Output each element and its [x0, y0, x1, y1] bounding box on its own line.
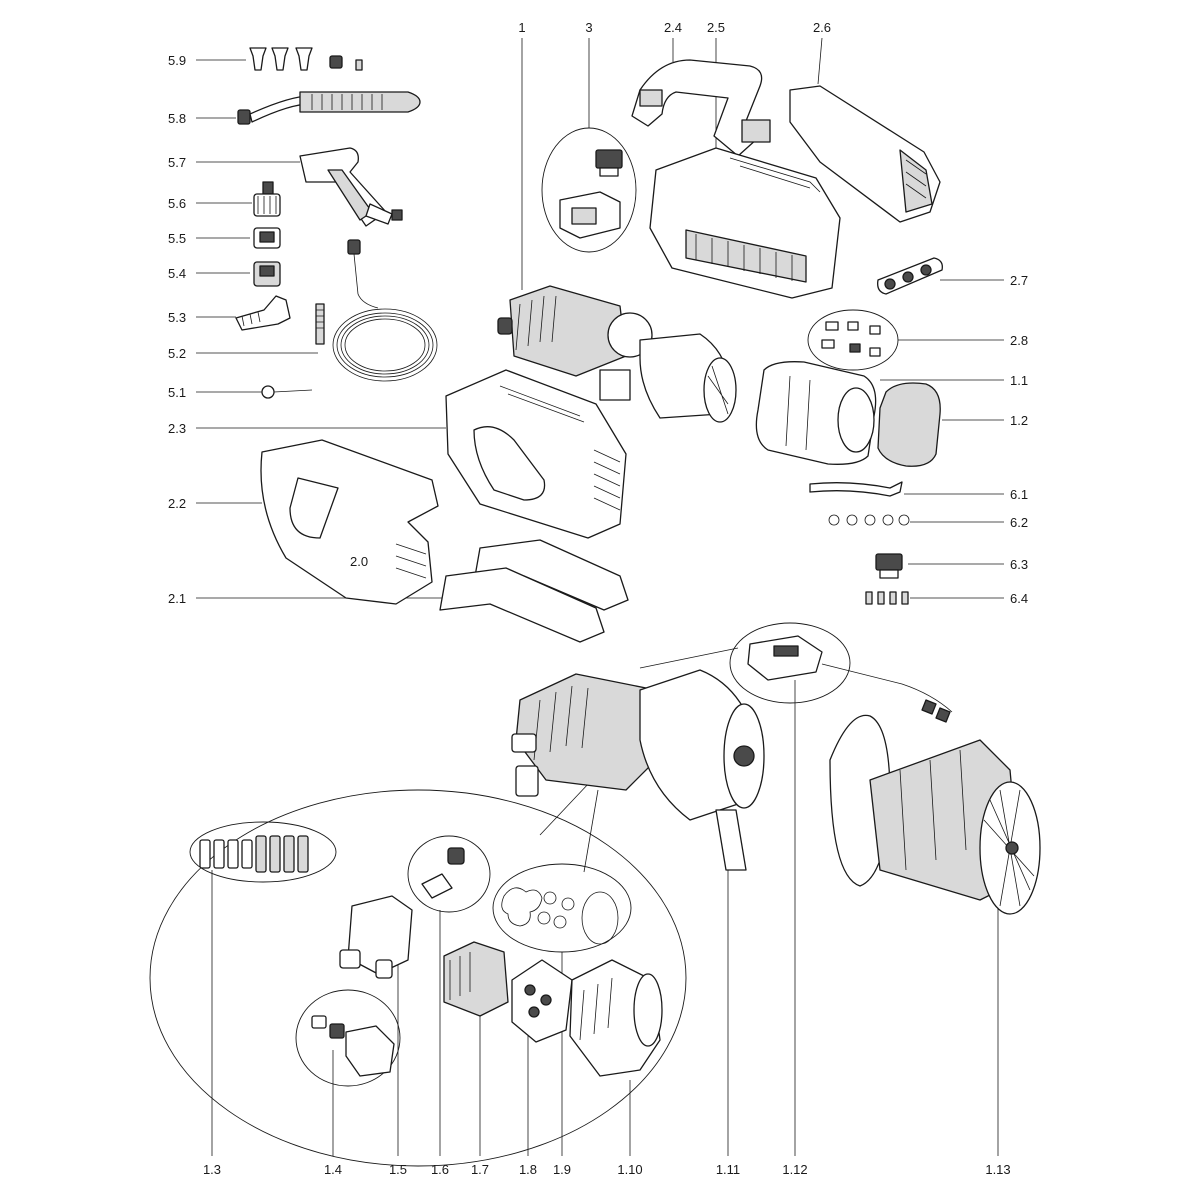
pump-head-part — [339, 895, 413, 979]
swash-plate-part — [511, 959, 573, 1043]
cleaning-needle-part — [261, 385, 313, 399]
spray-lance-part — [237, 91, 421, 125]
detail-enclosures — [149, 127, 899, 1167]
part-label-1-1: 1.1 — [1010, 373, 1028, 388]
leader-lines — [196, 37, 1004, 1156]
check-valve-part — [421, 847, 465, 899]
nozzle-tips-part — [249, 47, 363, 71]
part-label-5-9: 5.9 — [168, 53, 186, 68]
side-cover-part — [789, 85, 941, 223]
part-label-5-3: 5.3 — [168, 310, 186, 325]
outlet-fitting-part — [311, 1015, 395, 1077]
cover-marking-text: 2.0 — [350, 554, 368, 569]
part-label-2-7: 2.7 — [1010, 273, 1028, 288]
pump-motor-assembly-part — [497, 285, 737, 423]
part-label-2-5: 2.5 — [707, 20, 725, 35]
piston-block-part — [443, 941, 509, 1017]
part-label-1-2: 1.2 — [1010, 413, 1028, 428]
sensor-enclosure — [729, 622, 851, 704]
valve-set-enclosure — [407, 835, 491, 913]
inlet-adapter-part — [235, 295, 291, 331]
part-label-6-1: 6.1 — [1010, 487, 1028, 502]
coupler-nut-part — [253, 261, 281, 287]
carry-handle-part — [631, 59, 771, 157]
part-label-5-8: 5.8 — [168, 111, 186, 126]
part-label-2-3: 2.3 — [168, 421, 186, 436]
screw-set-part — [199, 835, 309, 873]
part-label-1-11: 1.11 — [716, 1162, 740, 1177]
part-label-6-4: 6.4 — [1010, 591, 1028, 606]
spray-gun-part — [299, 147, 403, 227]
base-rails-part — [439, 539, 629, 643]
rear-housing-part — [649, 147, 841, 299]
part-label-2-2: 2.2 — [168, 496, 186, 511]
part-label-2-4: 2.4 — [664, 20, 682, 35]
part-label-6-2: 6.2 — [1010, 515, 1028, 530]
motor-housing-part — [755, 361, 877, 465]
switch-set-enclosure — [541, 127, 637, 253]
pump-assembly-part — [511, 669, 765, 871]
part-number-labels: 1 3 2.4 2.5 2.6 5.9 5.8 5.7 5.6 5.5 5.4 5.3 5.2 5.1 2.… — [168, 20, 1028, 1177]
part-label-1: 1 — [518, 20, 525, 35]
part-label-5-6: 5.6 — [168, 196, 186, 211]
hose-adapter-part — [253, 181, 281, 217]
foot-strip-part — [877, 257, 943, 295]
pressure-sensor-part — [747, 635, 953, 723]
seal-set-enclosure — [807, 309, 899, 371]
part-label-6-3: 6.3 — [1010, 557, 1028, 572]
part-label-1-9: 1.9 — [553, 1162, 571, 1177]
part-label-3: 3 — [585, 20, 592, 35]
front-housing-part — [445, 369, 627, 539]
part-label-5-7: 5.7 — [168, 155, 186, 170]
quick-coupler-part — [253, 227, 281, 249]
part-label-5-5: 5.5 — [168, 231, 186, 246]
screw-set-enclosure — [189, 821, 337, 883]
oring-seals-part — [501, 887, 619, 945]
part-label-1-6: 1.6 — [431, 1162, 449, 1177]
gear-housing-part — [569, 959, 663, 1077]
part-label-2-1: 2.1 — [168, 591, 186, 606]
electric-motor-part — [829, 714, 1041, 915]
oring-set-small-part — [828, 514, 910, 526]
oring-set-enclosure — [492, 863, 632, 953]
part-label-1-4: 1.4 — [324, 1162, 342, 1177]
part-label-5-2: 5.2 — [168, 346, 186, 361]
part-label-5-4: 5.4 — [168, 266, 186, 281]
motor-cover-part — [877, 382, 941, 467]
high-pressure-hose-part — [315, 239, 438, 382]
part-label-1-3: 1.3 — [203, 1162, 221, 1177]
fitting-set-enclosure — [295, 989, 401, 1087]
part-label-1-7: 1.7 — [471, 1162, 489, 1177]
pump-detail-enclosure — [149, 789, 687, 1167]
switch-set-part — [559, 149, 623, 239]
part-label-2-8: 2.8 — [1010, 333, 1028, 348]
part-label-5-1: 5.1 — [168, 385, 186, 400]
part-label-1-5: 1.5 — [389, 1162, 407, 1177]
part-label-1-10: 1.10 — [617, 1162, 642, 1177]
part-label-1-12: 1.12 — [782, 1162, 807, 1177]
part-label-1-8: 1.8 — [519, 1162, 537, 1177]
part-label-2-6: 2.6 — [813, 20, 831, 35]
cable-strap-part — [809, 481, 903, 497]
front-cover-part: 2.0 — [260, 439, 439, 605]
terminals-part — [865, 591, 909, 605]
part-label-1-13: 1.13 — [985, 1162, 1010, 1177]
seal-set-part — [821, 321, 881, 357]
rocker-switch-part — [875, 553, 903, 579]
